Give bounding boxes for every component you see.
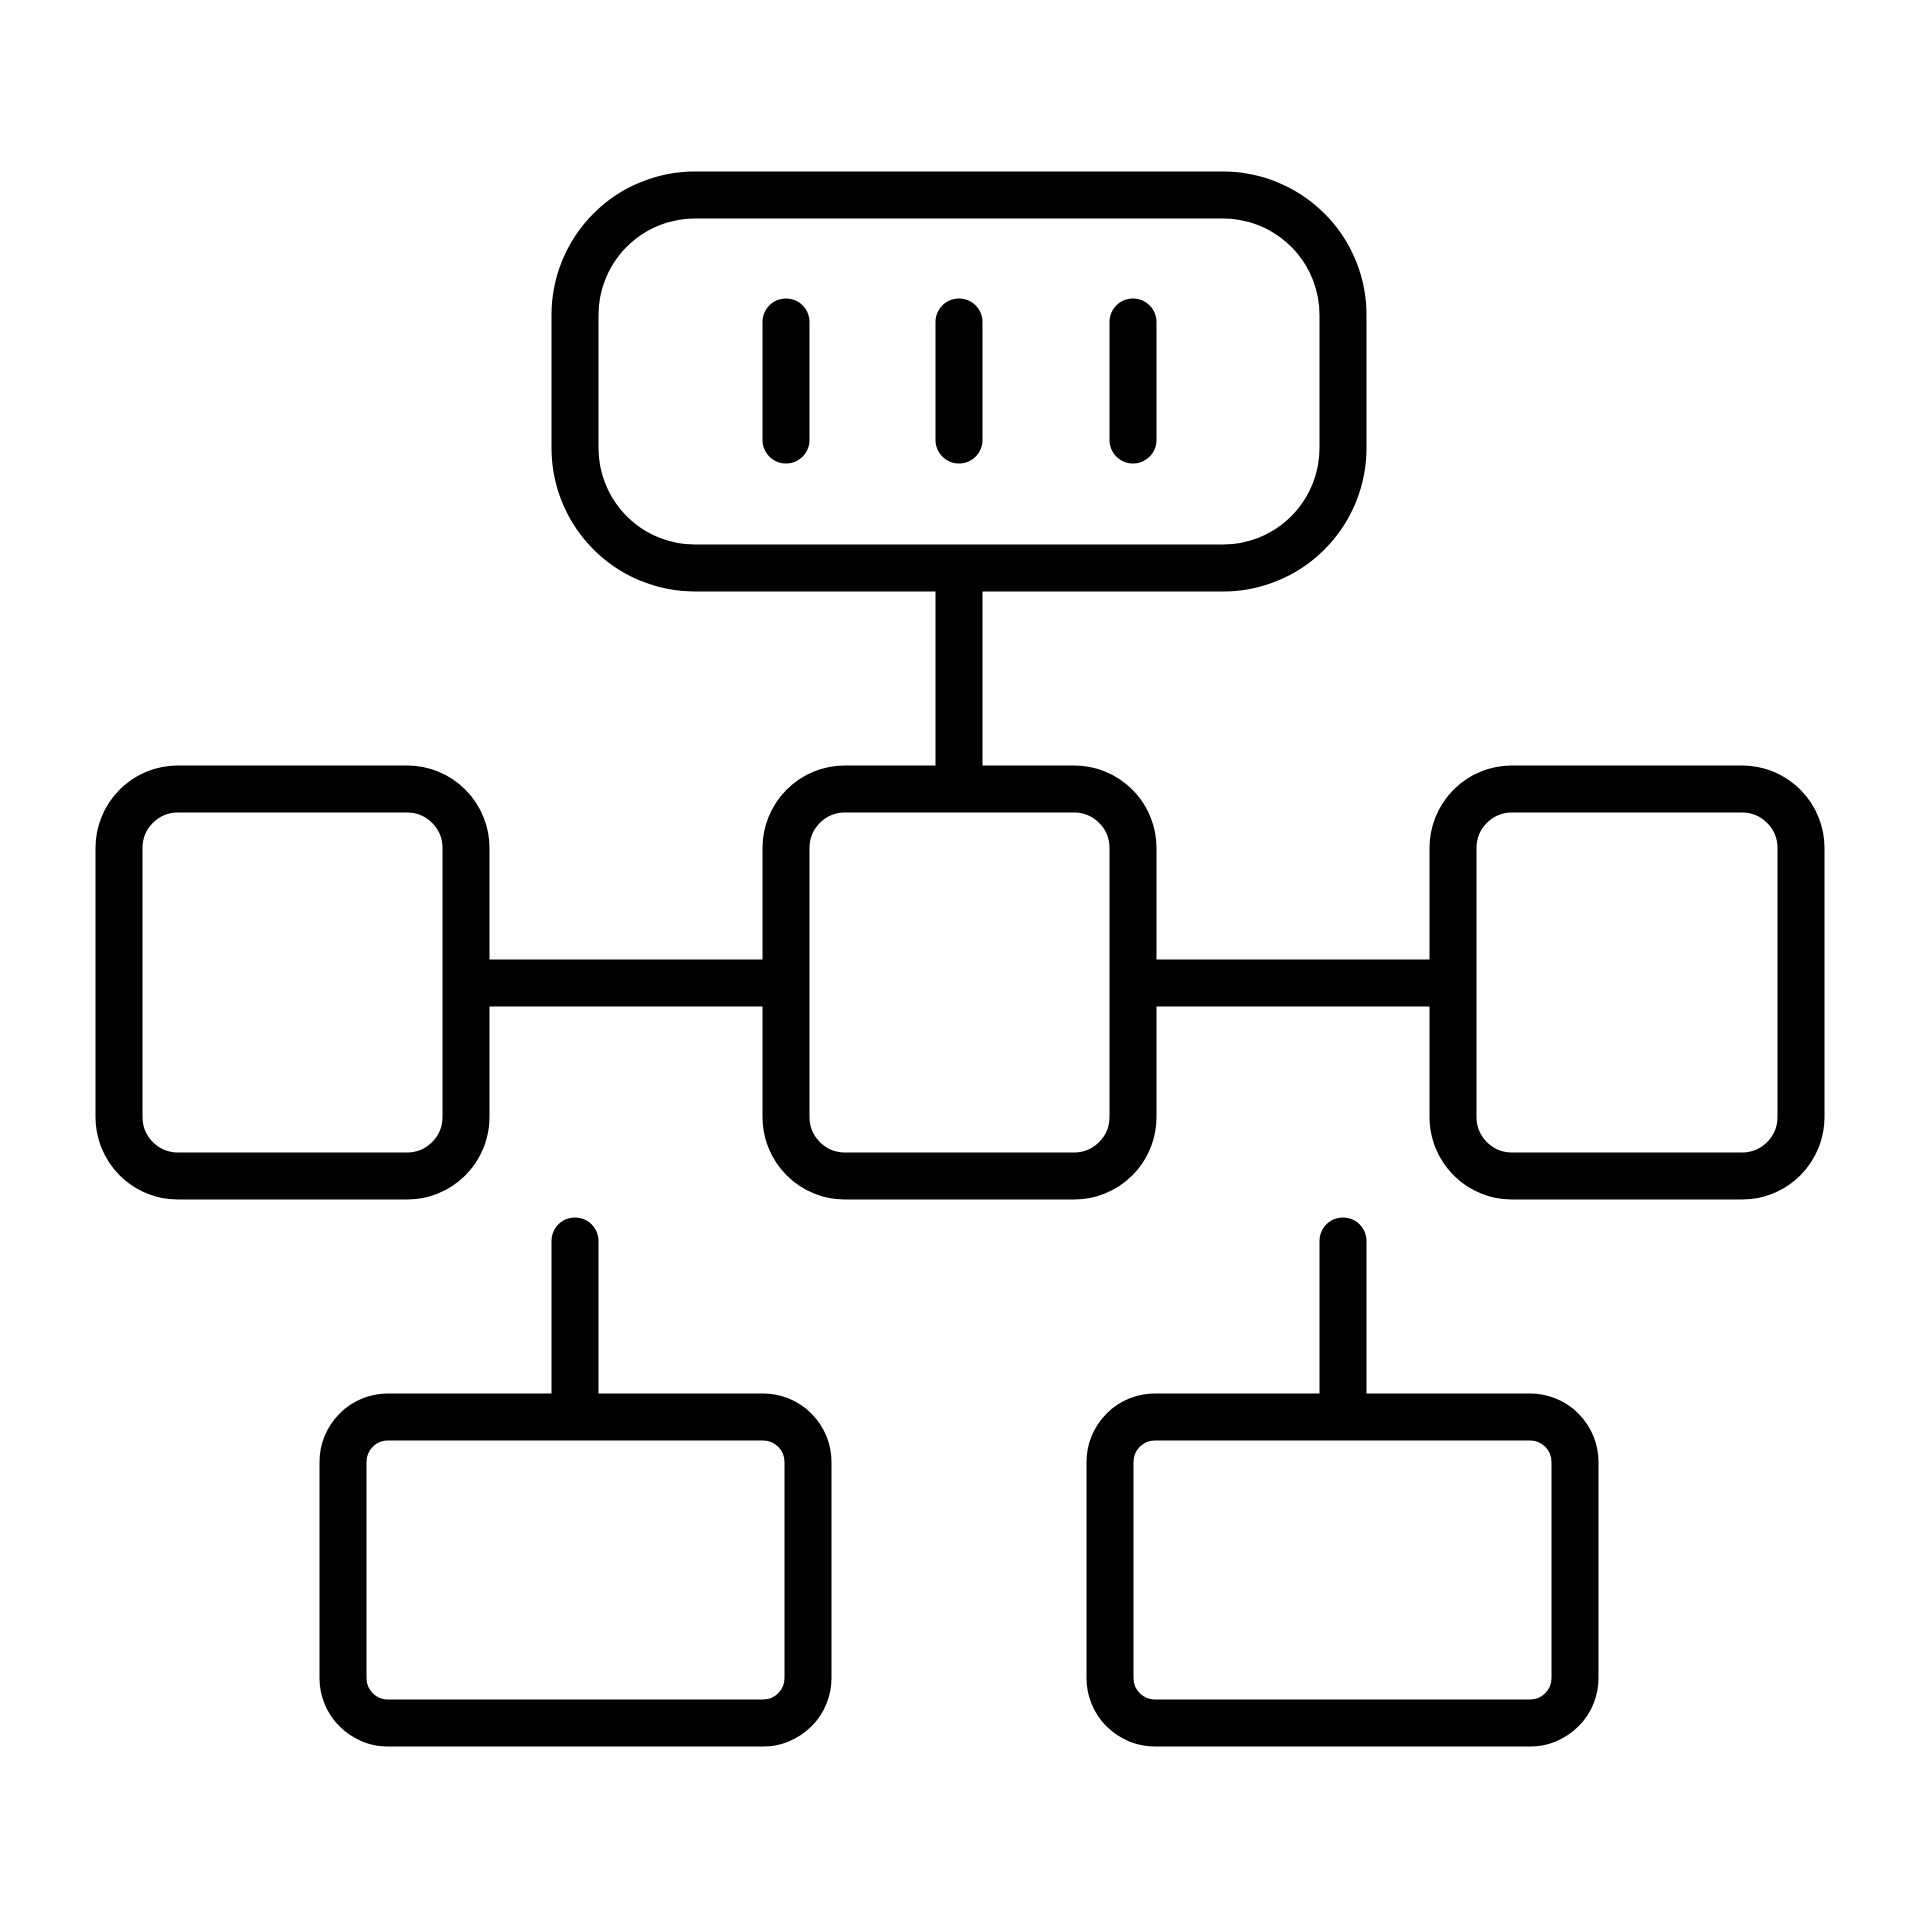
right-node-box bbox=[1429, 765, 1825, 1200]
left-node-box bbox=[95, 765, 490, 1200]
bottom-right-node-box bbox=[1086, 1393, 1599, 1747]
bottom-left-node-box bbox=[319, 1393, 832, 1747]
center-node-box bbox=[762, 765, 1157, 1200]
